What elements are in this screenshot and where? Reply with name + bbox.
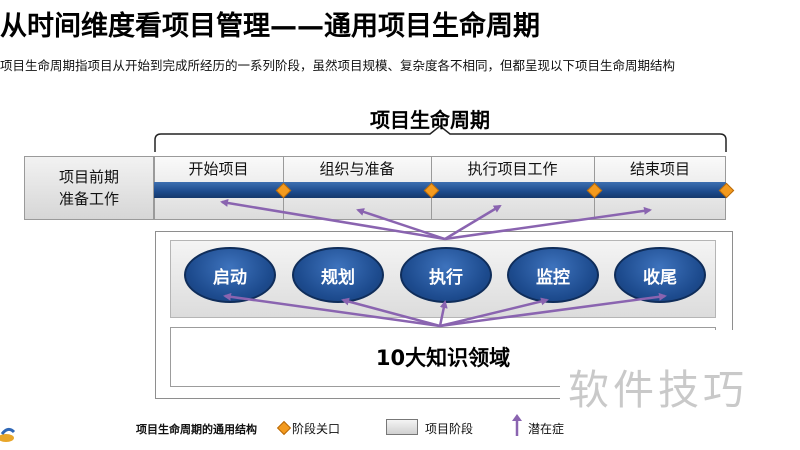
phase-execute: 执行项目工作 [467,160,558,178]
process-executing: 执行 [400,247,492,303]
legend-phase-box-icon [386,419,418,435]
phase-organize: 组织与准备 [319,160,395,178]
process-monitoring: 监控 [507,247,599,303]
slide-subtitle: 项目生命周期指项目从开始到完成所经历的一系列阶段，虽然项目规模、复杂度各不相同，… [0,58,676,73]
legend-title: 项目生命周期的通用结构 [136,423,257,436]
phase-timeline-bar [154,182,726,198]
prep-phase-line2: 准备工作 [58,190,119,208]
watermark-text: 软件技巧 [568,366,748,414]
process-planning: 规划 [292,247,384,303]
phase-close: 结束项目 [629,160,690,178]
legend-gate-label: 阶段关口 [292,422,341,436]
slide-title: 从时间维度看项目管理——通用项目生命周期 [0,11,540,42]
legend-phase-label: 项目阶段 [425,422,474,436]
process-initiating: 启动 [184,247,276,303]
phase-start: 开始项目 [188,160,249,178]
legend-arrow-icon [512,414,522,436]
process-closing: 收尾 [614,247,706,303]
lifecycle-title: 项目生命周期 [370,108,490,132]
logo-icon [0,420,18,446]
watermark-backdrop [560,330,800,450]
prep-phase-box: 项目前期 准备工作 [24,156,154,220]
legend-arrow-label: 潜在症 [528,422,565,436]
prep-phase-line1: 项目前期 [58,168,119,186]
